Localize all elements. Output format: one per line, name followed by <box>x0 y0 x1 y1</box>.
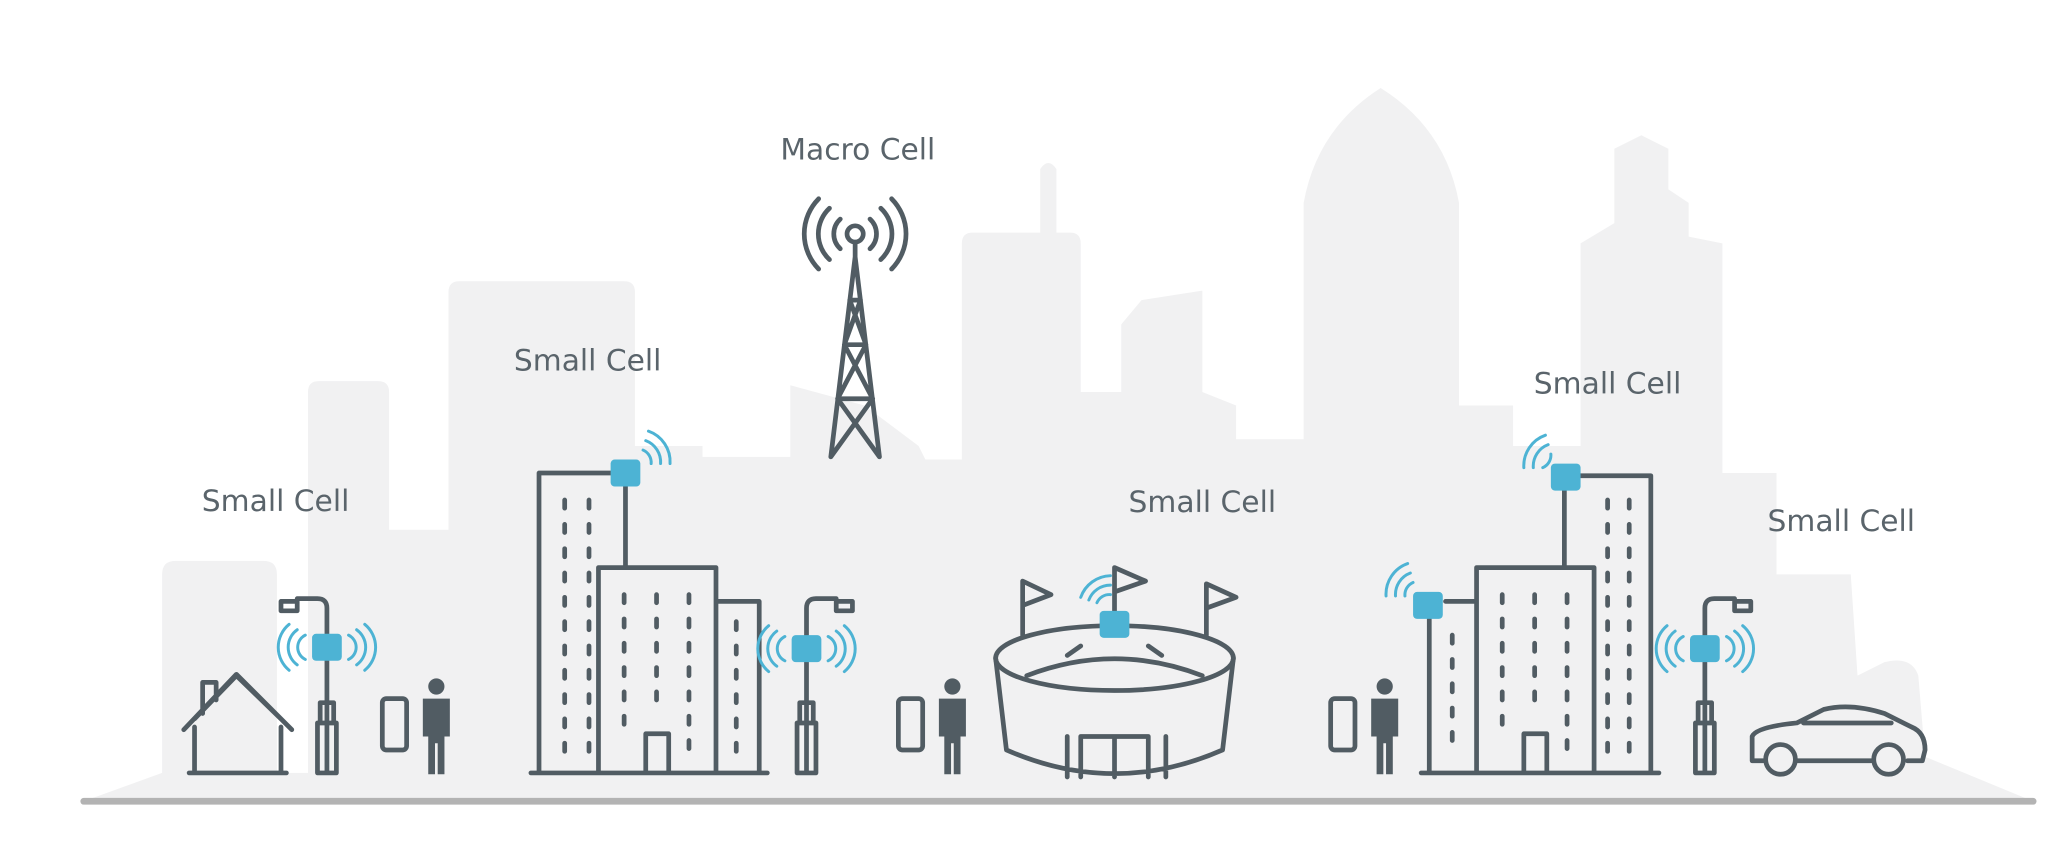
stadium-icon <box>993 565 1239 780</box>
small-cell-label-right-building: Small Cell <box>1534 366 1682 401</box>
small-cell-label-car: Small Cell <box>1768 504 1916 539</box>
small-cell-box-icon <box>1099 610 1130 638</box>
small-cell-box-icon <box>610 459 641 487</box>
small-cell-label-stadium: Small Cell <box>1129 485 1277 520</box>
streetlight-small-cell-2 <box>756 596 857 776</box>
phone-icon <box>379 696 409 753</box>
person-icon <box>1371 678 1399 775</box>
small-cell-label-office: Small Cell <box>514 343 662 378</box>
streetlight-small-cell-1 <box>276 596 378 776</box>
small-cell-box-icon <box>1413 591 1443 619</box>
macro-cell-tower-icon <box>801 196 909 460</box>
small-cell-box-icon <box>1550 463 1581 491</box>
small-cell-label-house: Small Cell <box>202 484 350 519</box>
small-cell-box-icon <box>312 633 342 661</box>
phone-icon <box>896 696 926 753</box>
person-icon <box>422 678 450 775</box>
right-buildings-icon <box>1384 433 1662 776</box>
office-buildings-icon <box>528 429 770 776</box>
small-cell-box-icon <box>1690 635 1720 663</box>
house-icon <box>181 671 295 776</box>
car-icon <box>1749 704 1928 777</box>
person-icon <box>938 678 966 775</box>
small-cell-box-icon <box>791 635 822 663</box>
city-skyline-background <box>83 88 2034 802</box>
streetlight-small-cell-3 <box>1654 596 1756 776</box>
phone-icon <box>1328 696 1358 753</box>
macro-cell-label: Macro Cell <box>780 133 935 168</box>
